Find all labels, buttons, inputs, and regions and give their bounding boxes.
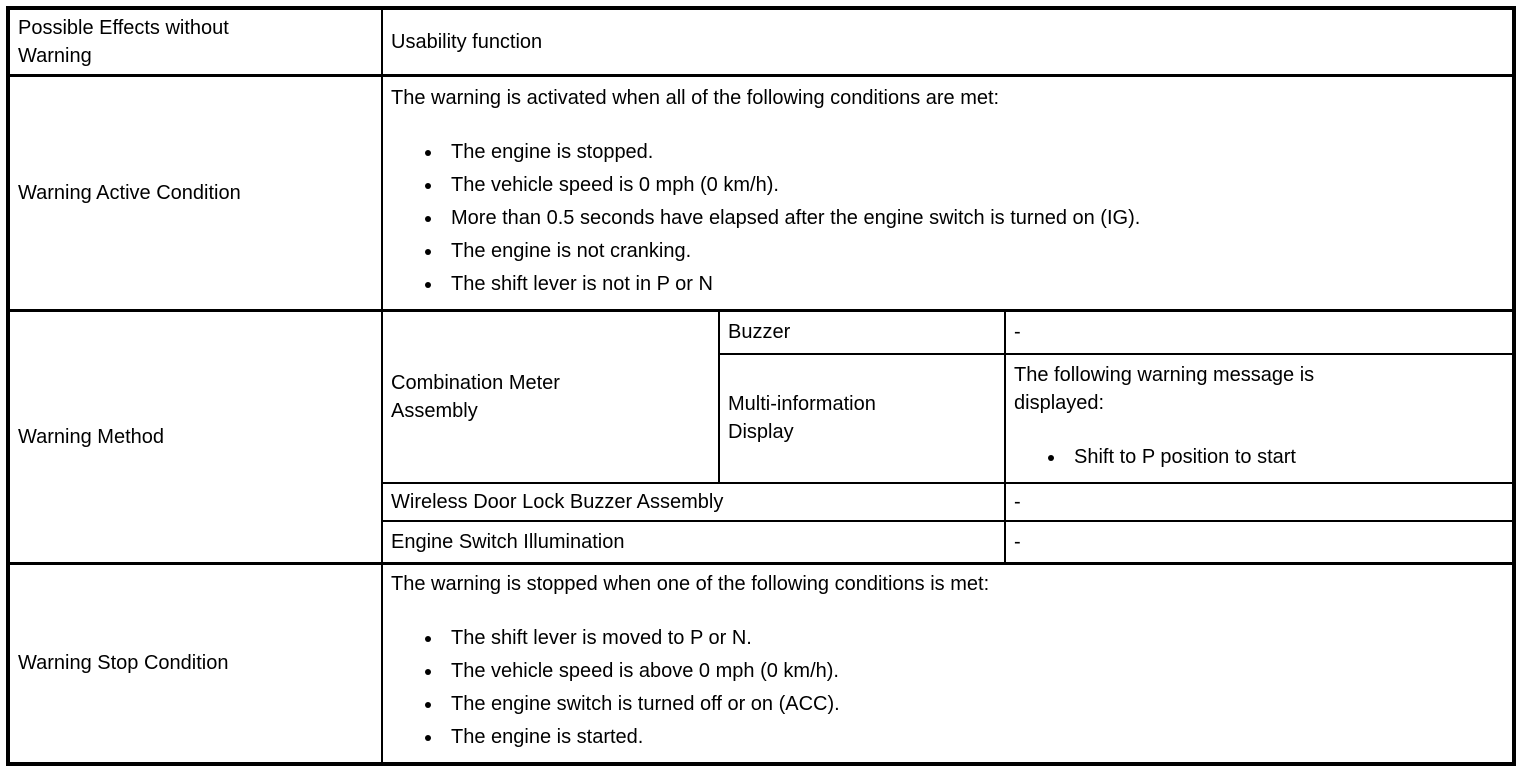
engine-switch-label-cell: Engine Switch Illumination [381,519,1006,565]
header-left-label: Possible Effects without Warning [18,17,229,67]
warning-active-label-cell: Warning Active Condition [7,74,383,312]
warning-stop-intro: The warning is stopped when one of the f… [391,573,990,596]
warning-active-label: Warning Active Condition [18,182,241,204]
table-row: Engine Switch Illumination - [8,519,1516,565]
buzzer-label-cell: Buzzer [718,309,1006,355]
list-item: The engine is not cranking. [443,235,1504,268]
engine-switch-value-cell: - [1003,519,1516,565]
warning-stop-content-cell: The warning is stopped when one of the f… [380,562,1516,765]
engine-switch-value: - [1014,530,1021,553]
wireless-value: - [1014,490,1021,513]
warning-stop-label-cell: Warning Stop Condition [7,562,383,765]
list-item: The engine is stopped. [443,136,1504,169]
warning-active-content-cell: The warning is activated when all of the… [380,74,1516,312]
wireless-value-cell: - [1003,481,1516,522]
buzzer-value-cell: - [1003,309,1516,355]
mid-message-cell: The following warning message is display… [1003,352,1516,484]
list-item: Shift to P position to start [1066,441,1504,474]
list-item: More than 0.5 seconds have elapsed after… [443,202,1504,235]
list-item: The shift lever is not in P or N [443,268,1504,301]
list-item: The shift lever is moved to P or N. [443,622,1504,655]
header-right-cell: Usability function [380,7,1516,77]
buzzer-label: Buzzer [728,321,791,344]
engine-switch-label: Engine Switch Illumination [391,530,625,553]
table-row: Wireless Door Lock Buzzer Assembly - [8,481,1516,522]
table-row: Warning Stop Condition The warning is st… [7,562,1516,765]
mid-message-intro: The following warning message is display… [1014,363,1315,414]
header-right-label: Usability function [391,31,543,53]
combination-meter-cell: Combination Meter Assembly [381,309,720,484]
warning-stop-label: Warning Stop Condition [18,652,229,675]
buzzer-value: - [1014,321,1021,344]
wireless-label: Wireless Door Lock Buzzer Assembly [391,490,724,513]
warning-active-list: The engine is stopped. The vehicle speed… [391,136,1504,301]
warning-stop-list: The shift lever is moved to P or N. The … [391,622,1504,754]
warning-active-intro: The warning is activated when all of the… [391,86,1000,109]
table-row: Warning Active Condition The warning is … [7,74,1516,312]
warning-spec-table: Possible Effects without Warning Usabili… [6,6,1517,766]
list-item: The vehicle speed is above 0 mph (0 km/h… [443,655,1504,688]
warning-method-label: Warning Method [18,426,164,448]
warning-method-label-cell: Warning Method [7,309,383,565]
list-item: The engine switch is turned off or on (A… [443,688,1504,721]
list-item: The vehicle speed is 0 mph (0 km/h). [443,169,1504,202]
combination-meter-label: Combination Meter Assembly [391,371,560,422]
list-item: The engine is started. [443,721,1504,754]
mid-label-cell: Multi-information Display [718,352,1006,484]
table-row: Multi-information Display The following … [8,352,1516,484]
mid-label: Multi-information Display [728,393,876,443]
header-left-cell: Possible Effects without Warning [7,7,383,77]
table-row: Warning Method Combination Meter Assembl… [7,309,1516,565]
table-row: Possible Effects without Warning Usabili… [7,7,1516,77]
wireless-label-cell: Wireless Door Lock Buzzer Assembly [381,481,1006,522]
mid-message-list: Shift to P position to start [1014,441,1504,474]
